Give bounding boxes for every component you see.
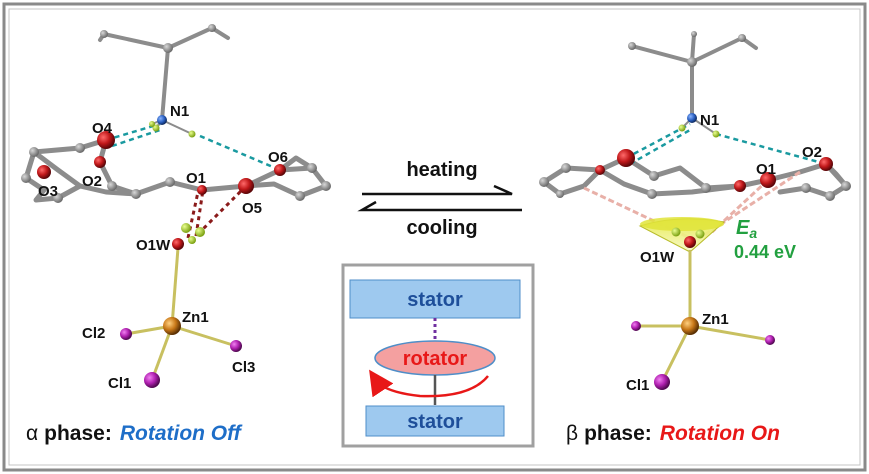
heating-label: heating <box>406 159 477 181</box>
beta-hydrogen-atoms <box>671 124 720 239</box>
alpha-hbonds-red <box>186 184 248 239</box>
alpha-label-zn1: Zn1 <box>182 309 209 326</box>
energy-subscript: a <box>749 225 757 241</box>
beta-zinc-atom <box>681 317 699 335</box>
alpha-label-o2: O2 <box>82 173 102 190</box>
beta-carbon-atoms <box>539 31 851 201</box>
beta-phase-symbol: β <box>566 422 578 445</box>
top-stator-label: stator <box>407 289 463 311</box>
inner-frame <box>8 8 861 466</box>
alpha-label-o1: O1 <box>186 170 206 187</box>
beta-hbonds-cyan <box>625 122 827 166</box>
alpha-label-o6: O6 <box>268 149 288 166</box>
beta-phase-word: phase: <box>584 422 652 445</box>
alpha-carbon-atoms <box>21 24 331 203</box>
rotation-cone-rim <box>640 217 724 231</box>
alpha-zn-bonds <box>125 247 237 381</box>
top-stator <box>349 279 521 319</box>
alpha-chlorine-atoms <box>120 328 242 388</box>
beta-label-o2: O2 <box>802 144 822 161</box>
alpha-label-n1: N1 <box>170 103 189 120</box>
alpha-phase-symbol: α <box>26 422 38 445</box>
beta-state-text: Rotation On <box>660 422 780 445</box>
rotation-arrow <box>369 369 489 398</box>
beta-label-o1: O1 <box>756 161 776 178</box>
beta-label-n1: N1 <box>700 112 719 129</box>
beta-label-o1w: O1W <box>640 249 675 266</box>
alpha-atom-labels: N1 O4 O2 O3 O1 O6 O5 O1W Zn1 Cl2 Cl3 Cl1 <box>38 103 288 392</box>
alpha-phase-word: phase: <box>44 422 112 445</box>
alpha-oxygen-atoms <box>37 131 286 250</box>
alpha-nitrogen-atom <box>157 115 167 125</box>
beta-oxygen-atoms <box>595 149 833 248</box>
beta-label-cl1: Cl1 <box>626 377 649 394</box>
energy-symbol: E <box>736 217 750 239</box>
alpha-molecule: N1 O4 O2 O3 O1 O6 O5 O1W Zn1 Cl2 Cl3 Cl1… <box>21 24 331 445</box>
alpha-state-text: Rotation Off <box>120 422 243 445</box>
energy-symbol-text: Ea <box>736 217 757 241</box>
alpha-label-cl3: Cl3 <box>232 359 255 376</box>
alpha-label-cl2: Cl2 <box>82 325 105 342</box>
cooling-label: cooling <box>406 217 477 239</box>
alpha-label-o5: O5 <box>242 200 262 217</box>
beta-phase-caption: β phase: Rotation On <box>566 422 780 445</box>
alpha-zinc-atom <box>163 317 181 335</box>
bottom-stator-label: stator <box>407 411 463 433</box>
rotator-label: rotator <box>403 348 468 370</box>
beta-label-zn1: Zn1 <box>702 311 729 328</box>
alpha-phase-caption: α phase: Rotation Off <box>26 422 243 445</box>
alpha-label-o4: O4 <box>92 120 113 137</box>
alpha-hydrogen-atoms <box>149 121 205 244</box>
alpha-label-o1w: O1W <box>136 237 171 254</box>
energy-value: 0.44 eV <box>734 242 796 262</box>
beta-atom-labels: N1 O2 O1 O1W Zn1 Cl1 <box>626 112 822 394</box>
rotor-schematic: stator rotator stator <box>341 263 535 448</box>
alpha-label-cl1: Cl1 <box>108 375 131 392</box>
alpha-label-o3: O3 <box>38 183 58 200</box>
beta-nitrogen-atom <box>687 113 697 123</box>
backward-arrow <box>357 200 522 212</box>
beta-molecule: N1 O2 O1 O1W Zn1 Cl1 Ea 0.44 eV β phase: R… <box>539 31 851 445</box>
beta-chlorine-atoms <box>631 321 775 390</box>
forward-arrow <box>362 184 513 196</box>
bottom-stator <box>365 405 505 437</box>
phase-transition: heating cooling <box>357 159 522 239</box>
